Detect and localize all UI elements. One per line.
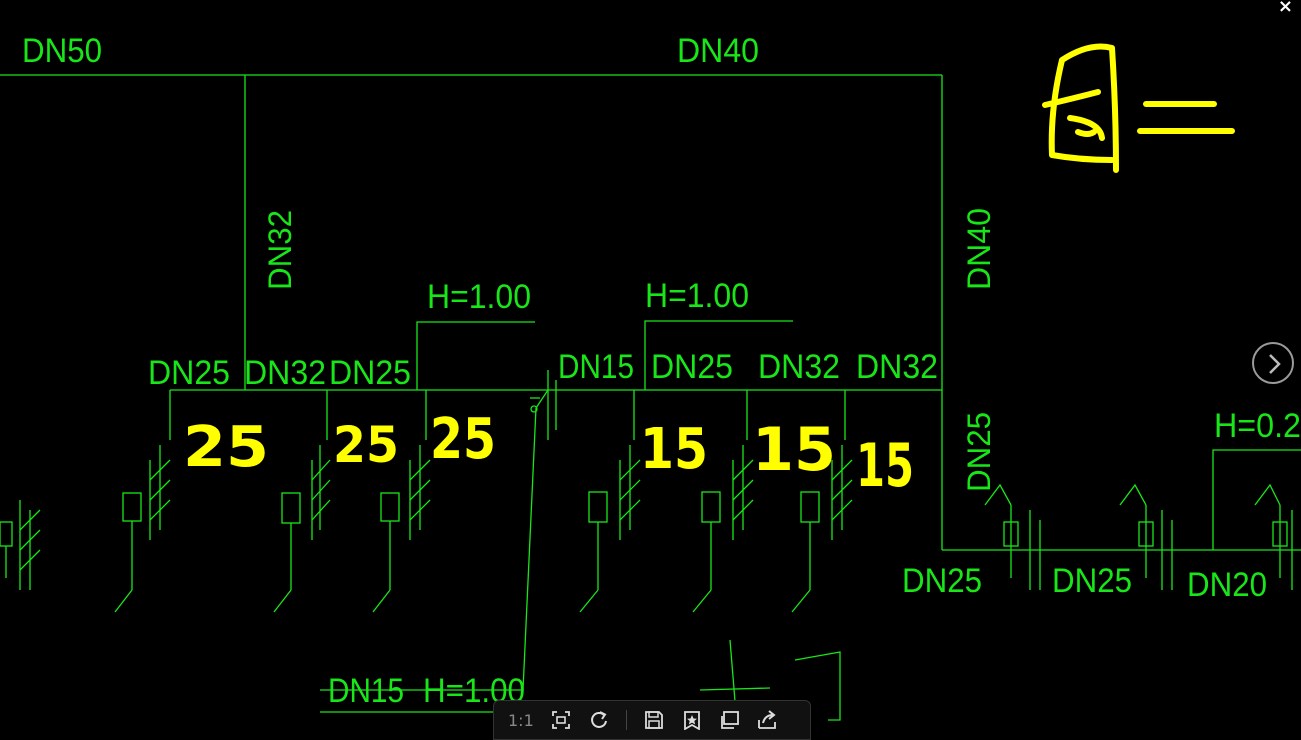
label-bottom-dn15: DN15 <box>328 672 404 710</box>
copy-button[interactable] <box>719 709 741 731</box>
handwritten-size-6: 15 <box>856 431 914 501</box>
label-dn32-vertical: DN32 <box>262 210 298 290</box>
label-dn40-vertical: DN40 <box>961 208 997 290</box>
rotate-button[interactable] <box>588 709 610 731</box>
label-dn40-top: DN40 <box>677 32 759 70</box>
save-icon <box>644 711 663 729</box>
label-dn25-vertical: DN25 <box>961 412 997 492</box>
label-h-3: H=0.2 <box>1214 407 1301 445</box>
label-row-dn15: DN15 <box>558 348 634 386</box>
label-row-dn32-c: DN32 <box>856 348 938 386</box>
share-button[interactable] <box>757 709 779 731</box>
handwritten-title-glyph <box>1042 43 1235 173</box>
next-image-button[interactable] <box>1252 342 1294 384</box>
label-row-dn25-a: DN25 <box>148 354 230 392</box>
favorite-button[interactable] <box>681 709 703 731</box>
handwritten-size-2: 25 <box>333 416 399 474</box>
label-row-dn25-b: DN25 <box>329 354 411 392</box>
zoom-level[interactable]: 1:1 <box>508 710 534 730</box>
label-bottom-dn25-b: DN25 <box>1052 562 1132 600</box>
chevron-right-icon <box>1269 354 1281 374</box>
handwritten-size-5: 15 <box>752 415 836 485</box>
save-button[interactable] <box>643 709 665 731</box>
label-h-1: H=1.00 <box>427 278 531 316</box>
label-dn50: DN50 <box>22 32 102 70</box>
label-row-dn25-c: DN25 <box>651 348 733 386</box>
share-icon <box>757 710 776 729</box>
copy-icon <box>720 711 739 729</box>
handwritten-size-3: 25 <box>430 407 496 472</box>
viewer-toolbar: 1:1 <box>493 700 811 740</box>
close-button[interactable]: × <box>1277 0 1293 17</box>
handwritten-size-1: 25 <box>183 415 269 480</box>
fit-screen-icon <box>551 711 570 729</box>
label-bottom-dn20: DN20 <box>1187 566 1267 604</box>
handwritten-size-4: 15 <box>640 417 708 482</box>
label-row-dn32-b: DN32 <box>758 348 840 386</box>
label-row-dn32-a: DN32 <box>244 354 326 392</box>
bookmark-star-icon <box>683 711 700 730</box>
label-h-2: H=1.00 <box>645 277 749 315</box>
fit-screen-button[interactable] <box>550 709 572 731</box>
pipe-network <box>0 74 1301 738</box>
toolbar-divider <box>625 710 627 730</box>
label-bottom-dn25-a: DN25 <box>902 562 982 600</box>
rotate-icon <box>590 711 607 728</box>
